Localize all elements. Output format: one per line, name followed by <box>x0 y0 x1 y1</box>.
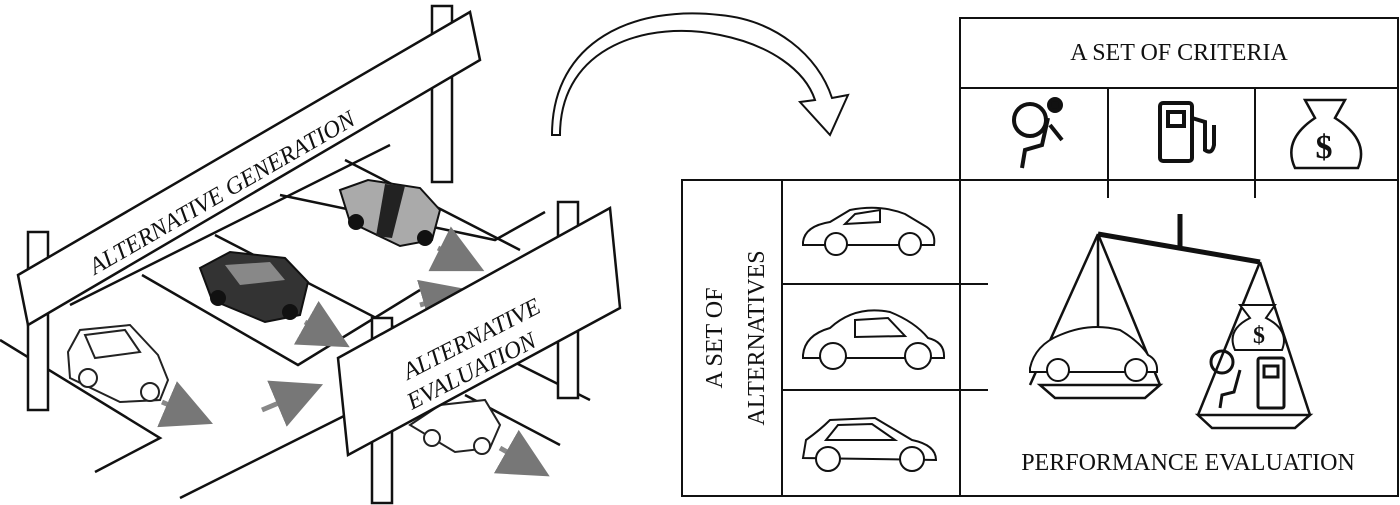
vintage-car-icon <box>66 323 170 404</box>
scale-money-symbol: $ <box>1253 323 1265 349</box>
decision-table <box>681 17 1399 497</box>
criteria-header: A SET OF CRITERIA <box>1070 40 1288 66</box>
arrow-icon <box>261 380 324 427</box>
road-edge-bottom <box>179 406 361 500</box>
airbag-safety-icon <box>1012 97 1064 169</box>
sign-board <box>336 205 622 457</box>
curved-arrow-icon <box>550 12 850 137</box>
alternatives-label: A SET OF ALTERNATIVES <box>702 250 770 425</box>
alternatives-label-line1: A SET OF <box>702 288 728 389</box>
performance-evaluation-label: PERFORMANCE EVALUATION <box>1021 450 1355 476</box>
arrow-icon <box>493 429 550 477</box>
alternatives-label-line2: ALTERNATIVES <box>744 250 770 425</box>
scale-beetle-car-icon <box>1029 325 1159 382</box>
arrow-icon <box>157 381 213 428</box>
lane-line-2 <box>141 273 421 367</box>
table-frame <box>681 179 1399 497</box>
alternative-evaluation-sign: ALTERNATIVE EVALUATION <box>336 200 622 505</box>
arrow-icon <box>417 279 473 328</box>
coupe-car-icon <box>802 206 936 256</box>
scale-criteria-icons: $ <box>1209 304 1286 410</box>
generation-sign-label: ALTERNATIVE GENERATION <box>83 105 361 281</box>
arrow-icon <box>293 300 350 348</box>
black-sports-car-icon <box>198 250 310 324</box>
road-edge-left <box>0 338 163 474</box>
beetle-car-icon <box>802 309 946 370</box>
hatchback-car-icon <box>801 416 938 472</box>
lane-line-1 <box>69 143 391 307</box>
money-bag-icon: $ <box>1290 98 1363 170</box>
arrow-icon <box>428 226 485 272</box>
money-symbol: $ <box>1316 129 1333 166</box>
muscle-car-icon <box>338 178 442 248</box>
fuel-pump-icon <box>1158 101 1216 163</box>
motion-arrows <box>157 226 550 477</box>
sign-board <box>16 10 482 327</box>
